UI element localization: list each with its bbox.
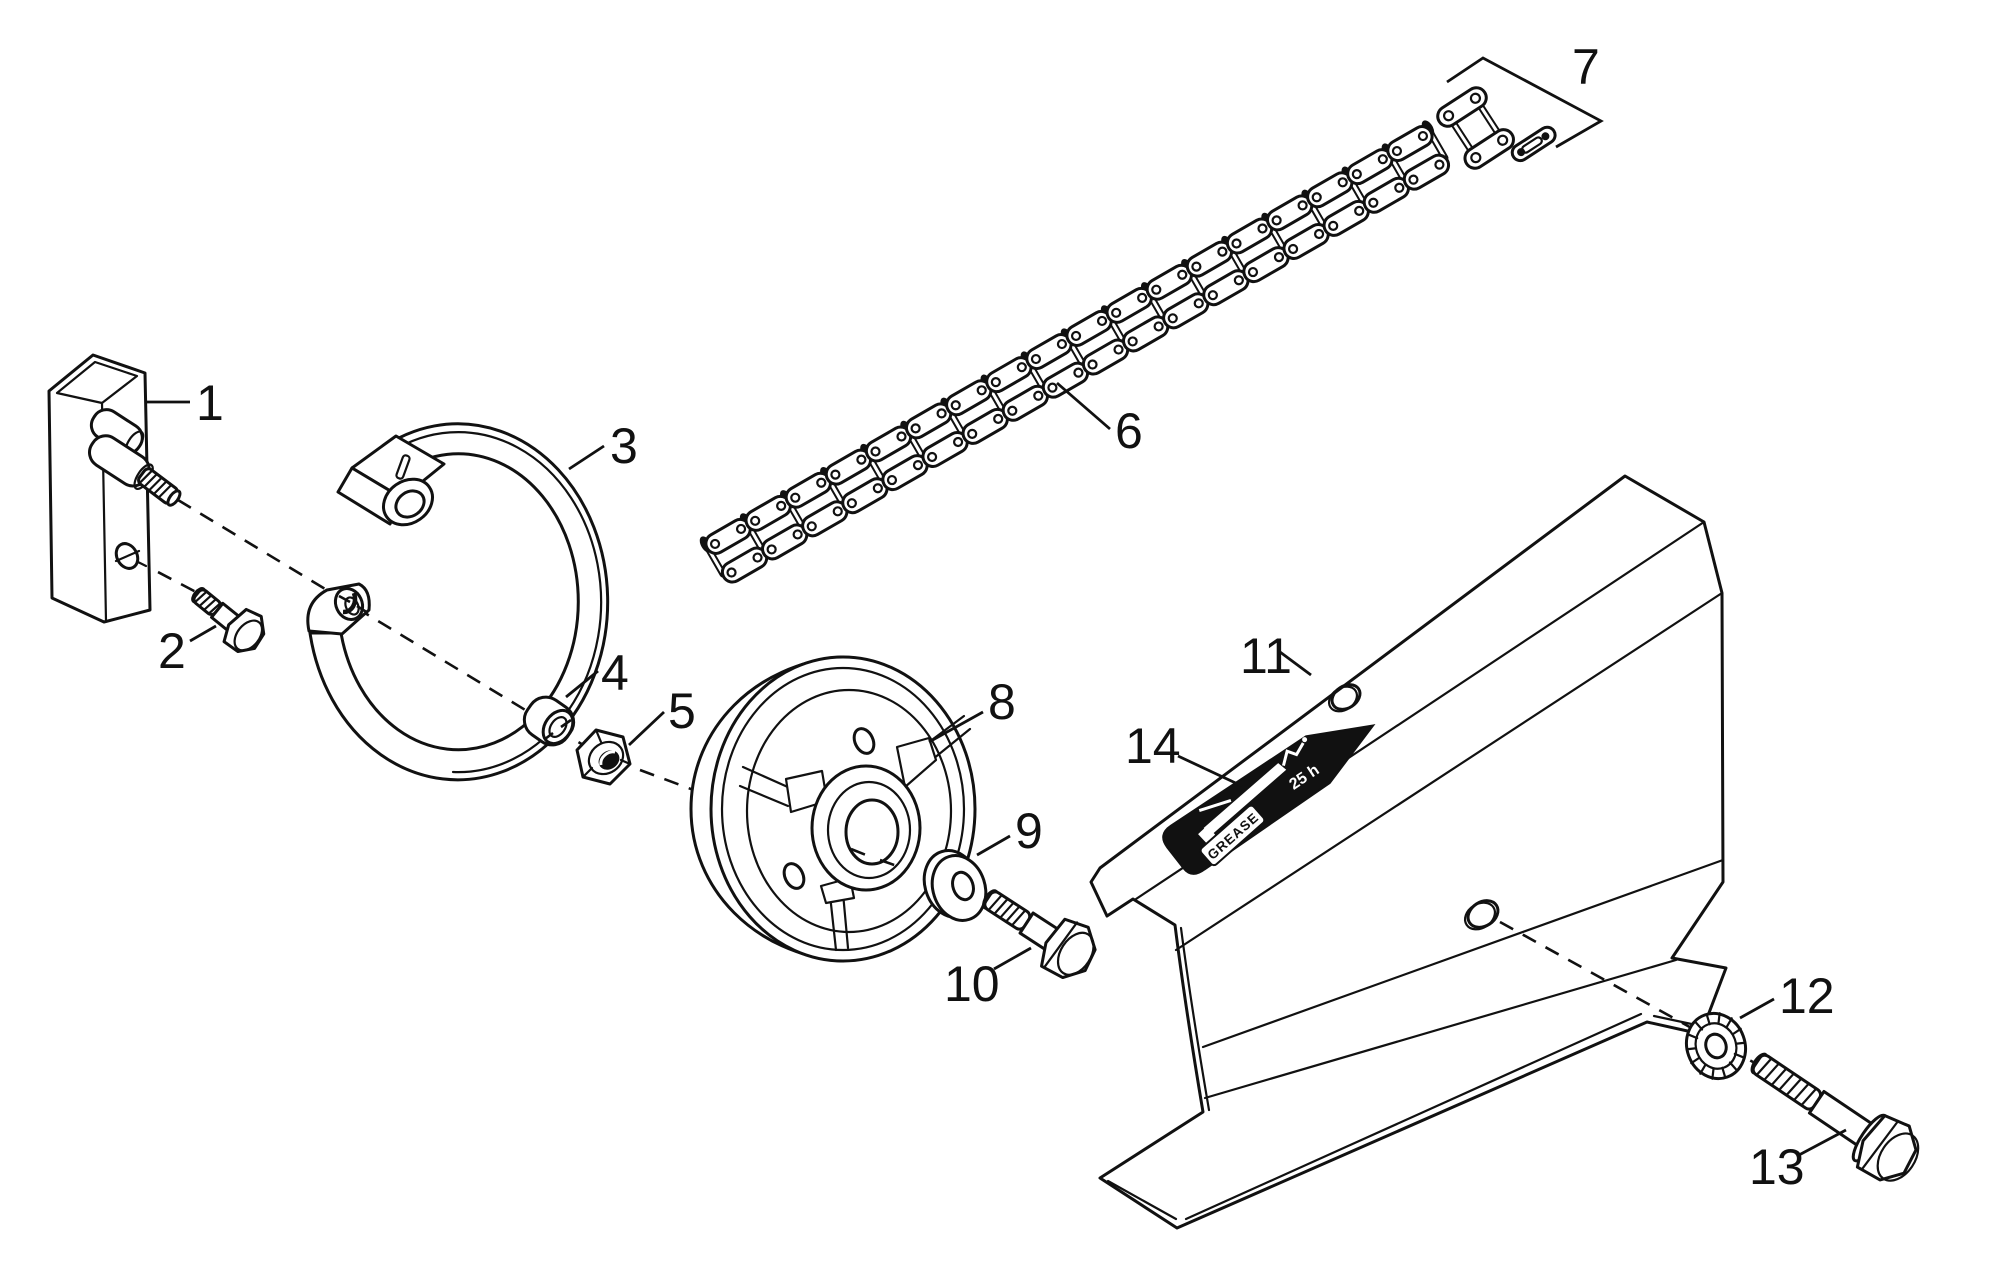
grease-gun-icon bbox=[1198, 737, 1308, 844]
callout-6-leader bbox=[1056, 381, 1111, 431]
part-1-mounting-block bbox=[47, 353, 182, 624]
callout-2: 2 bbox=[158, 623, 186, 679]
callouts: 1 2 3 4 5 6 7 8 9 10 11 12 13 14 bbox=[146, 39, 1847, 1195]
callout-1: 1 bbox=[196, 375, 224, 431]
callout-10: 10 bbox=[944, 956, 1000, 1012]
callout-14-leader bbox=[1177, 754, 1243, 788]
part-7-chain-master-link bbox=[1436, 56, 1604, 170]
callout-4: 4 bbox=[601, 645, 629, 701]
callout-2-leader bbox=[189, 624, 217, 643]
callout-3: 3 bbox=[610, 418, 638, 474]
callout-11: 11 bbox=[1240, 628, 1292, 684]
callout-7: 7 bbox=[1572, 39, 1600, 95]
part-13-hex-bolt-long bbox=[1750, 1052, 1920, 1182]
callout-6: 6 bbox=[1115, 403, 1143, 459]
callout-9-leader bbox=[976, 834, 1011, 857]
callout-5: 5 bbox=[668, 683, 696, 739]
part-3-brake-band bbox=[306, 422, 610, 782]
callout-9: 9 bbox=[1015, 803, 1043, 859]
callout-12-leader bbox=[1739, 997, 1775, 1020]
part-4-spacer-bushing bbox=[522, 695, 576, 747]
callout-13-leader bbox=[1798, 1128, 1847, 1157]
callout-11-leader bbox=[1279, 650, 1312, 677]
callout-14: 14 bbox=[1125, 718, 1181, 774]
part-11-chain-guard-cover: GREASE 25 h bbox=[1089, 474, 1728, 1230]
part-10-hex-bolt bbox=[982, 889, 1097, 980]
callout-7-bracket bbox=[1446, 56, 1604, 149]
callout-10-leader bbox=[993, 946, 1032, 971]
callout-3-leader bbox=[568, 444, 605, 471]
callout-8: 8 bbox=[988, 674, 1016, 730]
part-6-roller-chain bbox=[699, 120, 1451, 584]
part-8-brake-drum bbox=[689, 655, 977, 963]
callout-4-leader bbox=[565, 669, 599, 699]
threaded-stud bbox=[137, 467, 182, 507]
callout-12: 12 bbox=[1779, 968, 1835, 1024]
part-9-flat-washer bbox=[922, 849, 988, 922]
part-12-serrated-lock-washer bbox=[1685, 1011, 1747, 1081]
callout-8-leader bbox=[928, 710, 984, 744]
callout-5-leader bbox=[628, 710, 665, 747]
callout-13: 13 bbox=[1749, 1139, 1805, 1195]
part-2-hex-bolt-short bbox=[191, 587, 266, 654]
part-5-hex-nut bbox=[575, 728, 632, 786]
part-14-grease-label: GREASE 25 h bbox=[1162, 724, 1376, 875]
